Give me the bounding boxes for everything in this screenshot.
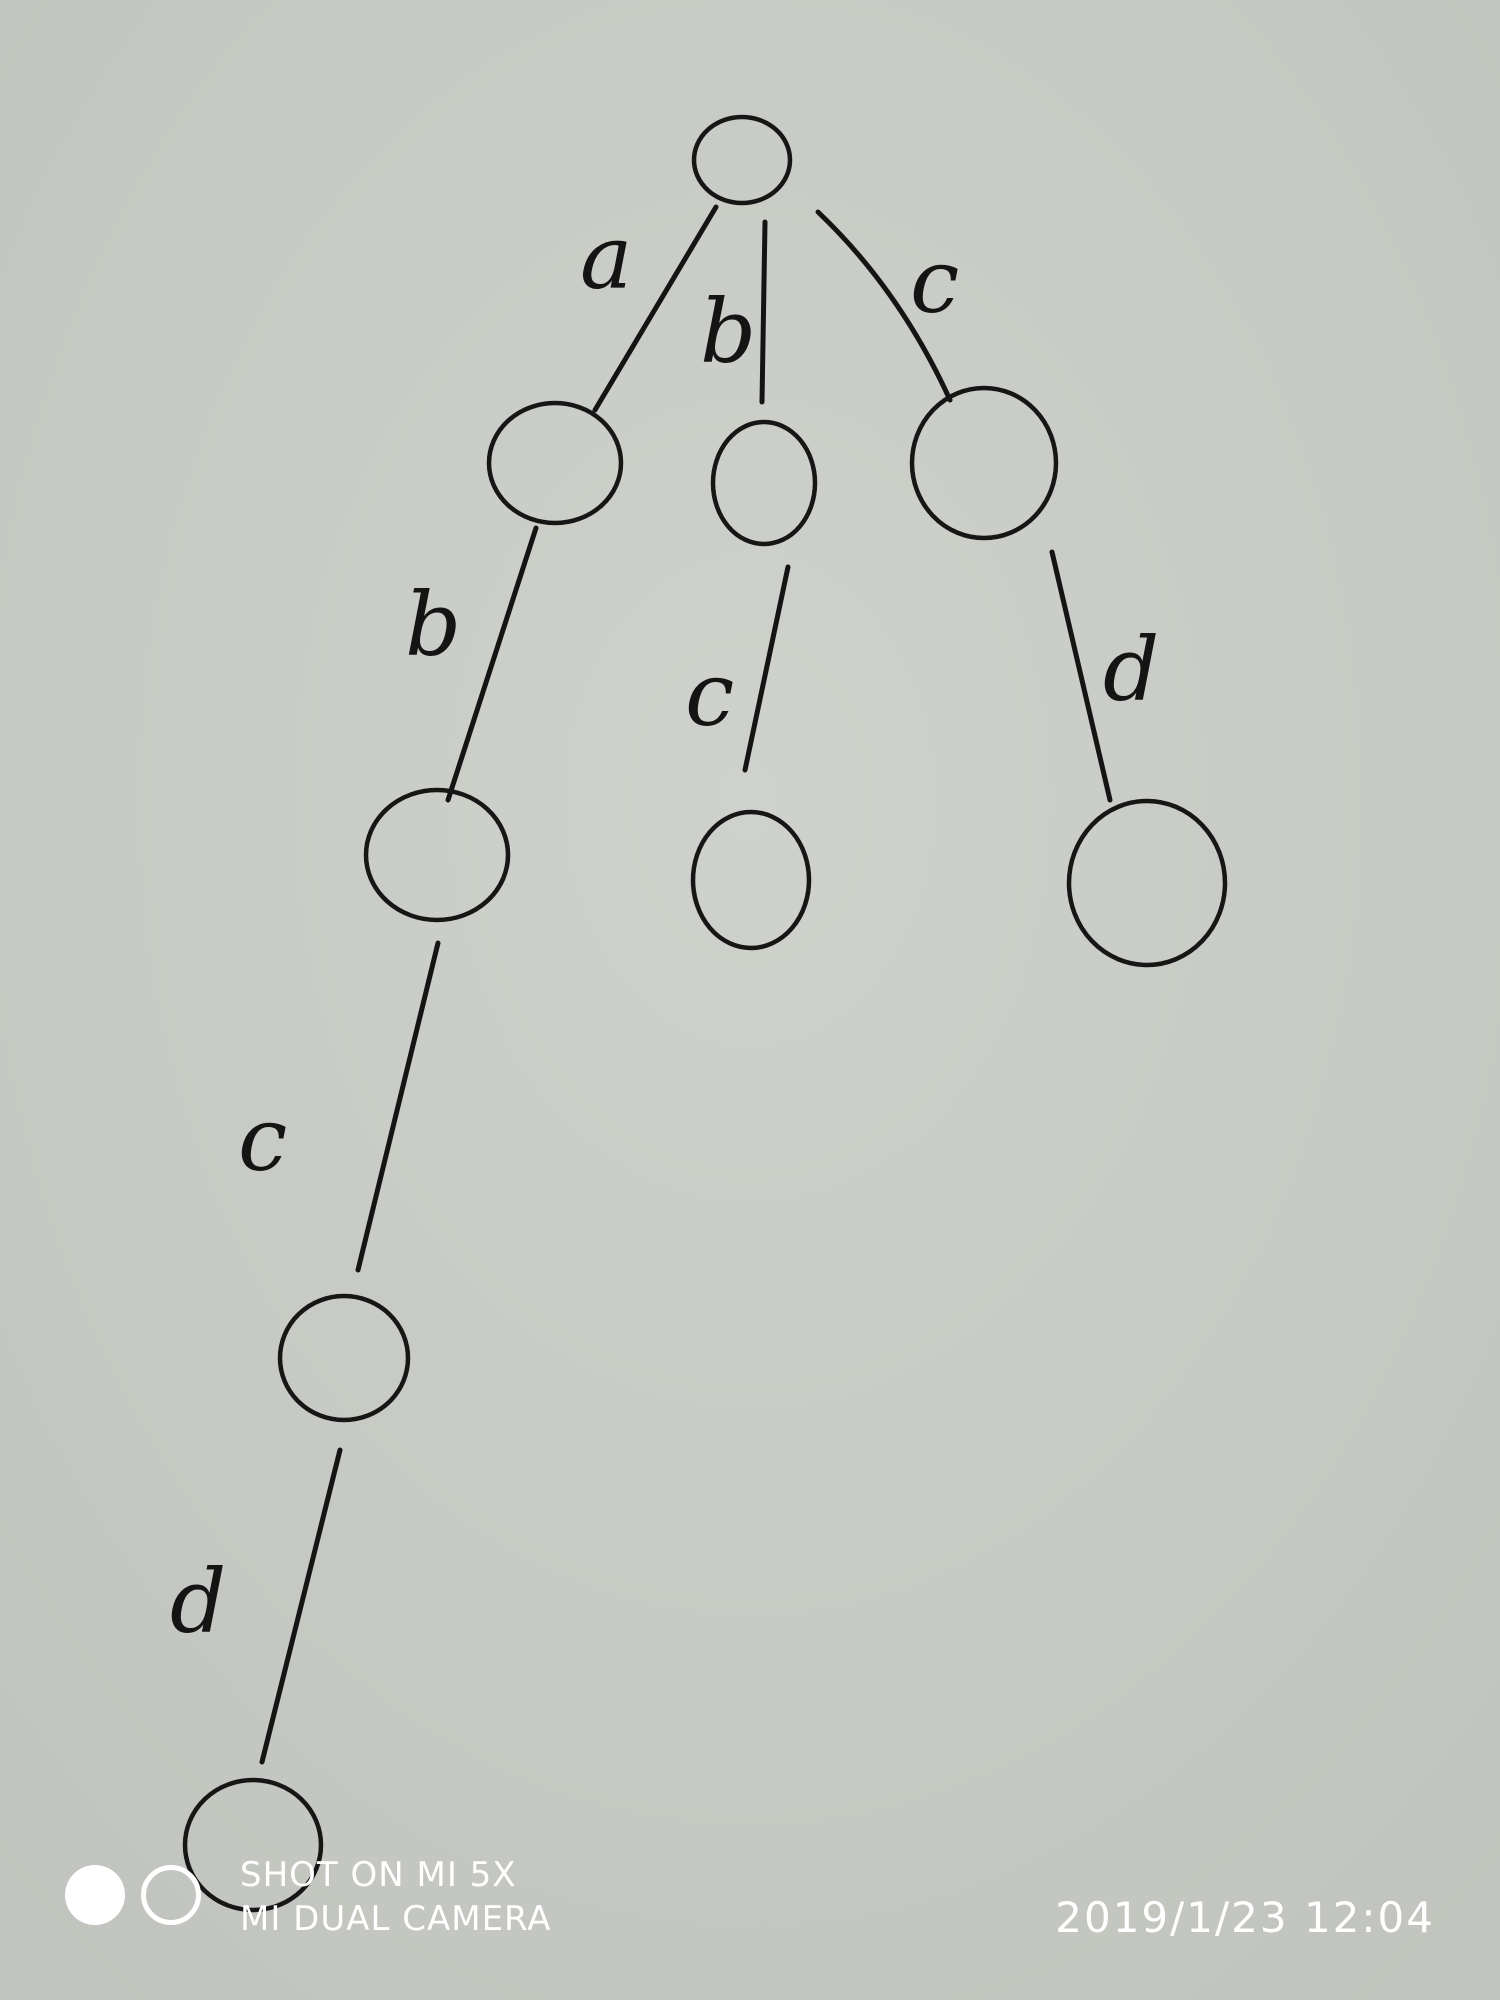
edge-ab-abc bbox=[355, 940, 441, 1273]
watermark-filled-circle-icon bbox=[65, 1865, 125, 1925]
camera-watermark: SHOT ON MI 5X MI DUAL CAMERA 2019/1/23 1… bbox=[60, 1855, 1460, 1950]
trie-node-bc bbox=[690, 809, 812, 951]
trie-node-a bbox=[486, 400, 624, 526]
edge-label-root-c: c bbox=[910, 230, 959, 333]
trie-node-c bbox=[909, 385, 1059, 541]
edge-label-root-b: b bbox=[700, 280, 756, 383]
trie-node-abc bbox=[277, 1293, 411, 1423]
trie-node-b bbox=[710, 419, 818, 547]
edge-abc-abcd bbox=[259, 1447, 343, 1765]
watermark-camera-line: MI DUAL CAMERA bbox=[240, 1899, 552, 1939]
trie-node-cd bbox=[1066, 798, 1228, 968]
trie-node-ab bbox=[363, 787, 511, 923]
edge-root-c bbox=[815, 209, 953, 403]
edge-label-b-bc: c bbox=[685, 643, 734, 746]
edge-label-root-a: a bbox=[580, 206, 632, 309]
watermark-datetime: 2019/1/23 12:04 bbox=[1055, 1893, 1435, 1942]
edge-label-a-ab: b bbox=[405, 573, 461, 676]
watermark-device-line: SHOT ON MI 5X bbox=[240, 1855, 517, 1895]
edge-label-ab-abc: c bbox=[238, 1088, 287, 1191]
edge-a-ab bbox=[445, 525, 539, 803]
edge-root-a bbox=[592, 204, 719, 413]
edge-root-b bbox=[759, 219, 768, 405]
edge-label-abc-abcd: d bbox=[170, 1550, 226, 1653]
edge-b-bc bbox=[742, 564, 791, 773]
edge-label-c-cd: d bbox=[1103, 618, 1159, 721]
edge-c-cd bbox=[1049, 549, 1113, 803]
watermark-hollow-circle-icon bbox=[141, 1865, 201, 1925]
trie-node-abcd bbox=[182, 1777, 324, 1913]
trie-node-root bbox=[691, 114, 793, 206]
